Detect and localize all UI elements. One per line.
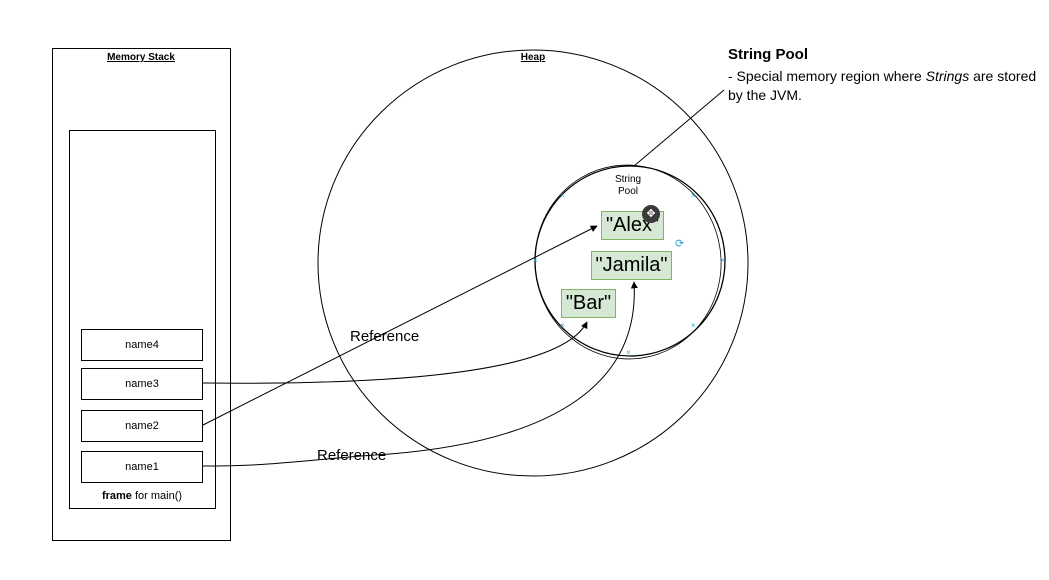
stack-variable-name2[interactable]: name2 (81, 410, 203, 442)
move-cursor-icon: ✥ (642, 205, 660, 223)
reference-label-2: Reference (317, 447, 387, 464)
note-body-emphasis: Strings (925, 68, 970, 84)
selection-handle-top-right[interactable]: × (691, 191, 696, 200)
arrow-name1-to-jamila (202, 281, 638, 467)
string-literal-jamila[interactable]: "Jamila" (591, 251, 672, 280)
string-pool-label-line2: Pool (617, 186, 638, 197)
rotate-handle-icon[interactable]: ⟳ (675, 238, 685, 250)
arrow-name2-to-alex (202, 225, 598, 426)
reference-label-1: Reference (350, 328, 420, 345)
arrow-name3-to-bar (202, 321, 588, 384)
string-pool-label: String Pool (607, 174, 649, 198)
heap-title: Heap (520, 52, 546, 63)
selection-handle-bottom[interactable]: × (626, 348, 631, 357)
heap-circle (317, 49, 749, 477)
note-body-end: are stored by the JVM. (728, 68, 1037, 103)
selection-handle-bottom-left[interactable]: × (560, 321, 565, 330)
note-callout-line (633, 89, 725, 167)
selection-handle-top-left[interactable]: × (560, 191, 565, 200)
string-pool-circle-stroke2 (534, 164, 722, 360)
string-literal-bar[interactable]: "Bar" (561, 289, 616, 318)
note-title: String Pool (728, 46, 808, 63)
frame-box (69, 130, 216, 509)
frame-label-bold: frame (101, 490, 132, 502)
frame-label-rest: for main() (131, 490, 183, 502)
memory-stack-title: Memory Stack (107, 52, 175, 63)
memory-stack-box (52, 48, 231, 541)
stack-variable-name4[interactable]: name4 (81, 329, 203, 361)
selection-handle-bottom-right[interactable]: × (691, 321, 696, 330)
selection-handle-right[interactable]: × (720, 256, 725, 265)
string-pool-label-line1: String (614, 174, 642, 185)
note-body: - Special memory region where Strings ar… (728, 67, 1048, 105)
selection-handle-left[interactable]: × (533, 256, 538, 265)
note-body-start: - Special memory region where (728, 68, 926, 84)
frame-label: frame for main() (69, 490, 215, 502)
stack-variable-name3[interactable]: name3 (81, 368, 203, 400)
stack-variable-name1[interactable]: name1 (81, 451, 203, 483)
